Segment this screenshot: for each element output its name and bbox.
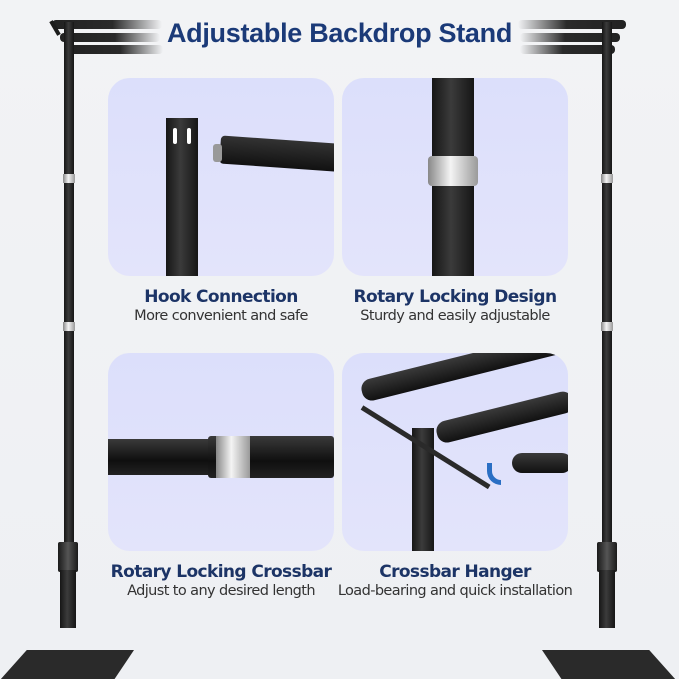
feature-heading: Crossbar Hanger [379,562,531,582]
feature-caption-hook-connection: Hook Connection More convenient and safe [101,287,341,324]
feature-subtitle: Load-bearing and quick installation [337,583,573,599]
feature-card-rotary-locking-design [342,78,568,276]
feature-subtitle: More convenient and safe [134,308,308,324]
feature-heading: Rotary Locking Crossbar [110,562,332,582]
feature-subtitle: Adjust to any desired length [127,583,315,599]
feature-subtitle: Sturdy and easily adjustable [360,308,550,324]
feature-heading: Hook Connection [144,287,298,307]
page-title: Adjustable Backdrop Stand [166,18,513,48]
feature-card-rotary-locking-crossbar [108,353,334,551]
feature-heading: Rotary Locking Design [353,287,558,307]
feature-card-hook-connection [108,78,334,276]
insert-arrow-icon [487,463,501,485]
feature-caption-rotary-locking-crossbar: Rotary Locking Crossbar Adjust to any de… [101,562,341,599]
feature-caption-crossbar-hanger: Crossbar Hanger Load-bearing and quick i… [335,562,575,599]
feature-caption-rotary-locking-design: Rotary Locking Design Sturdy and easily … [335,287,575,324]
feature-card-crossbar-hanger [342,353,568,551]
